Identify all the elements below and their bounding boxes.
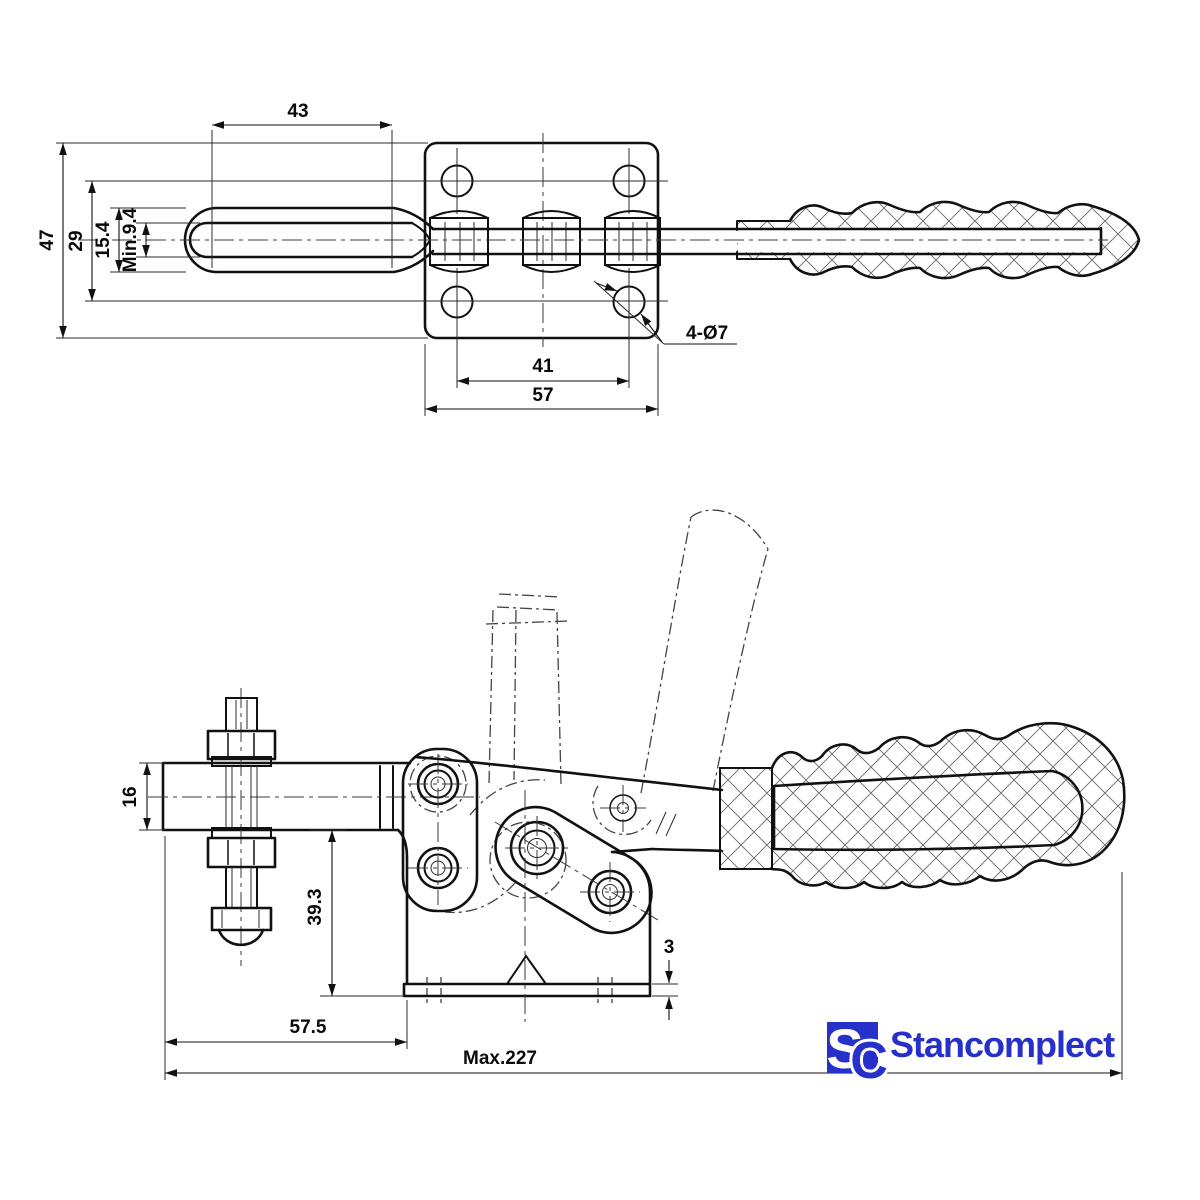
dim-base-thickness: 3 xyxy=(652,937,678,1020)
base-bracket xyxy=(402,790,654,1022)
dim-plate-height: 47 xyxy=(37,142,428,339)
dim-arm-offset: 57.5 xyxy=(164,836,408,1080)
handle-lever xyxy=(413,755,724,853)
handle-grip-top-view xyxy=(788,200,1141,280)
dim-label-41: 41 xyxy=(532,356,554,377)
dim-label-43: 43 xyxy=(287,101,308,122)
dim-label-29: 29 xyxy=(66,230,87,251)
spindle-assembly xyxy=(206,688,277,966)
dim-plate-width: 57 xyxy=(424,344,659,416)
logo-wordmark: Stancomplect xyxy=(890,1024,1115,1065)
logo-mark-c: C xyxy=(850,1032,888,1090)
dim-label-4-d7: 4-Ø7 xyxy=(686,323,728,344)
dim-label-47: 47 xyxy=(37,229,58,250)
hole-callout: 4-Ø7 xyxy=(593,280,737,345)
dim-overall-length: Max.227 xyxy=(165,872,1123,1080)
hinge-lugs xyxy=(429,210,661,273)
handle-grip-side-view xyxy=(770,721,1126,890)
dim-hole-spacing-h: 41 xyxy=(457,356,629,385)
logo-mark-square xyxy=(827,1022,878,1073)
dim-label-max-227: Max.227 xyxy=(463,1048,537,1069)
side-view: 16 39.3 3 57.5 Max.227 xyxy=(120,509,1126,1080)
dim-arm-height: 16 xyxy=(120,762,166,831)
dim-slot-width: Min.9.4 xyxy=(120,207,200,272)
top-view: 43 47 29 15.4 Min.9.4 41 xyxy=(37,101,1141,416)
dim-arm-width: 15.4 xyxy=(93,207,186,273)
dim-base-height: 39.3 xyxy=(305,829,404,997)
dim-hole-spacing-v: 29 xyxy=(66,181,96,301)
logo-mark-s: S xyxy=(826,1017,863,1080)
dim-label-16: 16 xyxy=(120,786,141,807)
dim-label-min-9-4: Min.9.4 xyxy=(120,207,141,272)
dim-arm-length: 43 xyxy=(211,101,393,268)
dim-label-57: 57 xyxy=(532,385,553,406)
dim-label-57-5: 57.5 xyxy=(290,1017,327,1038)
dim-label-15-4: 15.4 xyxy=(93,221,114,258)
phantom-open-position xyxy=(409,509,769,914)
arm-head-plate xyxy=(401,747,479,913)
dim-label-39-3: 39.3 xyxy=(305,889,326,926)
pivot-rivets xyxy=(408,754,659,922)
dim-label-3: 3 xyxy=(664,937,675,958)
handle-core xyxy=(772,769,1084,852)
brand-logo: S C Stancomplect xyxy=(826,1017,1116,1093)
toggle-link xyxy=(494,805,653,935)
